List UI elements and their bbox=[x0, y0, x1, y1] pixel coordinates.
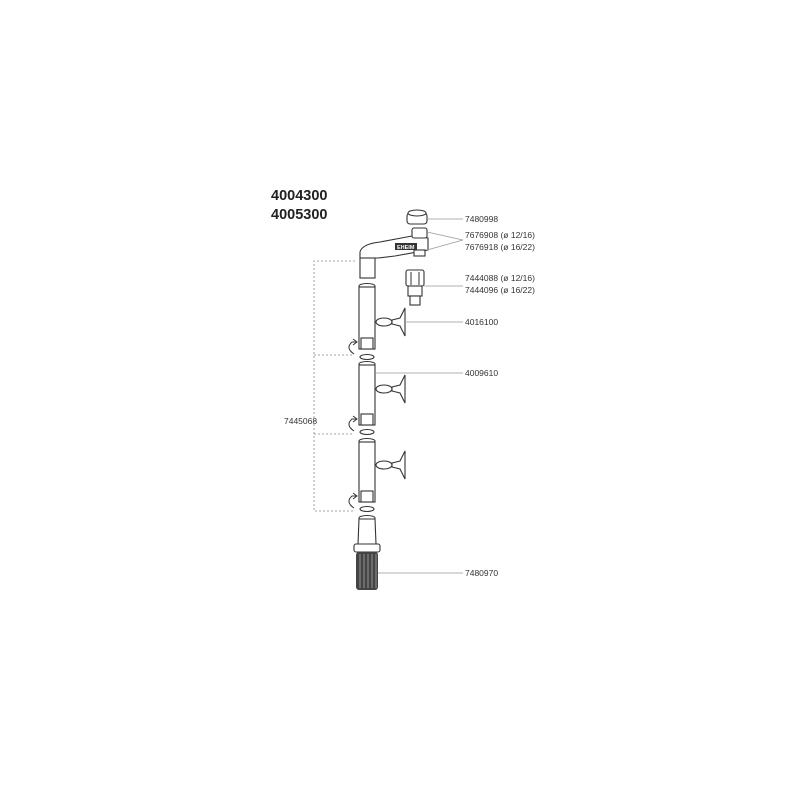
eheim-logo-text: EHEIM bbox=[397, 245, 415, 251]
tube-1 bbox=[358, 282, 376, 361]
label-nozzle-b: 7444096 (ø 16/22) bbox=[465, 285, 535, 295]
intake-strainer bbox=[353, 514, 381, 590]
label-tube: 4009610 bbox=[465, 368, 498, 378]
tube-3 bbox=[358, 437, 376, 513]
label-suction-cup: 4016100 bbox=[465, 317, 498, 327]
label-cap: 7480998 bbox=[465, 214, 498, 224]
eheim-logo bbox=[395, 243, 417, 250]
label-nozzle-a: 7444088 (ø 12/16) bbox=[465, 273, 535, 283]
end-cap bbox=[406, 209, 428, 225]
tube-2 bbox=[358, 360, 376, 436]
model-number-1: 4004300 bbox=[271, 188, 327, 204]
rotate-arrow-icons bbox=[348, 338, 358, 509]
label-tube-set: 7445068 bbox=[284, 416, 317, 426]
label-elbow-a: 7676908 (ø 12/16) bbox=[465, 230, 535, 240]
tube-set-bracket bbox=[313, 260, 355, 512]
model-number-2: 4005300 bbox=[271, 207, 327, 223]
leader-lines bbox=[375, 218, 464, 574]
nozzle bbox=[405, 269, 425, 306]
label-strainer: 7480970 bbox=[465, 568, 498, 578]
label-elbow-b: 7676918 (ø 16/22) bbox=[465, 242, 535, 252]
outlet-elbow: EHEIM bbox=[359, 227, 429, 279]
suction-cups bbox=[375, 307, 406, 480]
